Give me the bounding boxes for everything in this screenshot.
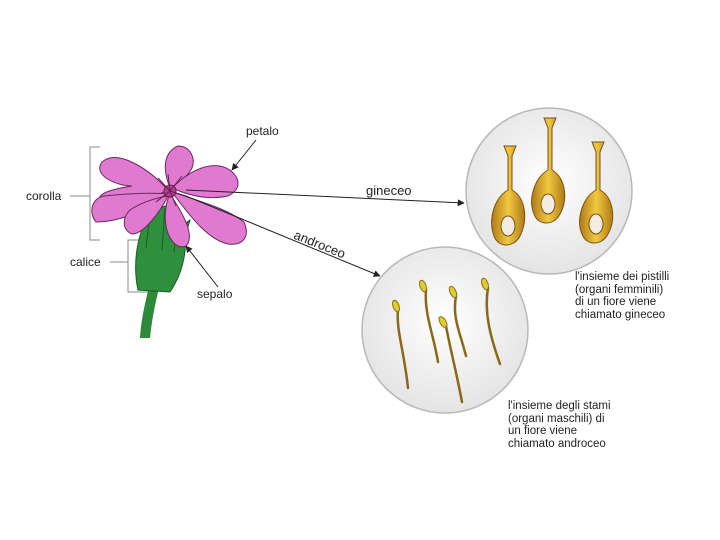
pistil-1 (491, 145, 526, 246)
label-calice: calice (70, 255, 101, 269)
caption-androceo: l'insieme degli stami (organi maschili) … (508, 400, 611, 450)
corolla-petals (91, 145, 247, 248)
petalo-arrow (231, 139, 257, 171)
corolla-bracket (70, 146, 100, 241)
sepalo-arrow (185, 245, 219, 288)
stem (140, 282, 160, 338)
stamens (396, 286, 502, 404)
androceo-arrow (185, 195, 381, 277)
androceo-circle (361, 246, 529, 414)
label-petalo: petalo (246, 124, 279, 138)
anthers (392, 277, 489, 328)
label-corolla: corolla (26, 189, 62, 203)
flower-center (155, 173, 187, 207)
pistil-2 (531, 117, 566, 224)
label-sepalo: sepalo (197, 287, 233, 301)
pistil-3 (579, 141, 614, 244)
caption-gineceo: l'insieme dei pistilli (organi femminili… (575, 271, 670, 321)
gineceo-arrow (185, 189, 465, 207)
label-gineceo: gineceo (366, 183, 412, 198)
